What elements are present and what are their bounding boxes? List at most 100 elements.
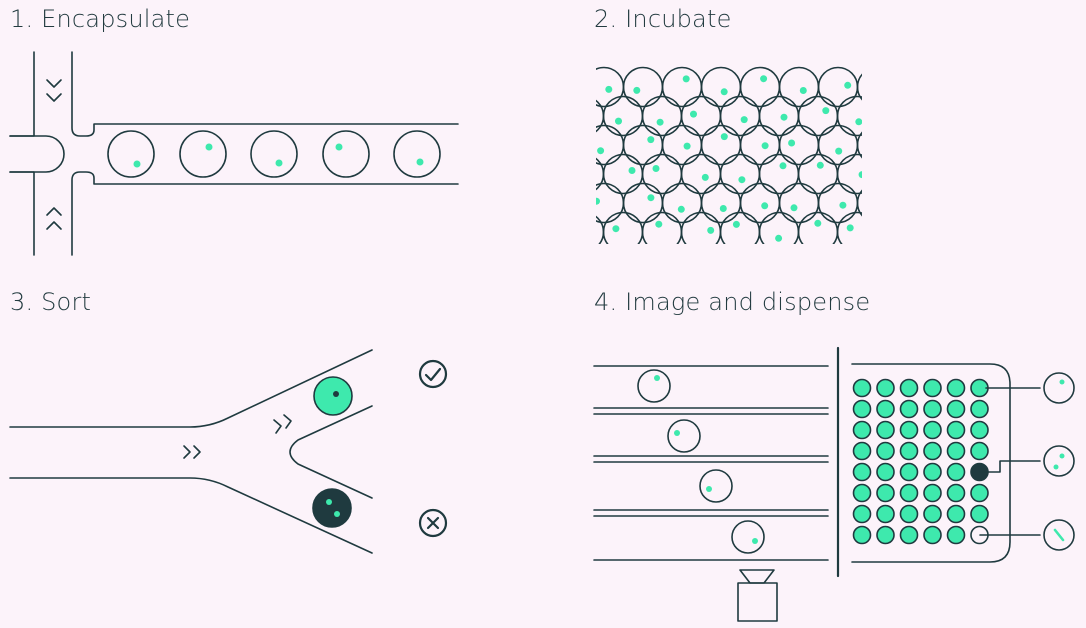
emulsion-droplet [596,124,625,166]
emulsion-droplet [546,126,585,165]
x-circle-icon [418,508,448,538]
emulsion-droplet [836,153,862,195]
well-filled [899,504,919,524]
emulsion-droplet [602,153,644,195]
emulsion-droplet [546,184,585,223]
cell-dot [612,225,620,233]
emulsion-droplet [661,66,703,108]
cell-dot [690,110,697,118]
step-1-title: 1. Encapsulate [10,5,191,33]
cell-dot [890,234,897,241]
cell-dot [790,204,798,212]
cell-dot [719,205,727,212]
cell-dot [846,224,854,232]
cell-dot [867,195,874,202]
flow-chevrons-top [46,79,62,102]
emulsion-droplet [700,124,742,166]
well-plate-wells [852,378,989,545]
cell-dot [738,176,746,184]
cell-dot [866,141,873,148]
cell-dot [720,88,728,96]
cell-dot [779,162,787,170]
emulsion-droplet [856,189,862,217]
well-filled [923,462,942,482]
emulsion-droplet [797,153,839,195]
cell-dot [652,165,660,172]
emulsion-droplet [641,153,683,195]
flow-chevrons-bottom [46,207,62,230]
emulsion-droplet [778,124,820,166]
cell-dot [683,142,691,150]
cell-dot [615,117,622,125]
well-filled [970,399,989,419]
emulsion-droplet [719,211,761,244]
cell-dot [566,191,573,198]
emulsion-droplet [817,182,859,224]
emulsion-droplet [641,95,683,137]
emulsion-droplet [596,157,605,191]
well-filled [899,378,919,398]
emulsion-droplet [877,97,916,136]
emulsion-droplet [778,182,820,224]
cell-dot [761,202,769,210]
well-filled [852,525,872,545]
cell-dot [858,171,862,179]
emulsion-droplet [856,73,862,101]
emulsion-droplet [700,182,742,224]
emulsion-droplet [661,182,703,224]
well-filled [970,420,989,440]
well-filled [852,441,872,461]
emulsion-droplet [546,68,585,107]
well-filled [923,378,942,398]
emulsion-droplet [680,211,722,244]
well-filled [946,441,966,461]
cell-dot [822,107,830,115]
well-filled [852,462,872,482]
well-filled [899,525,919,545]
well-filled [852,378,872,398]
well-filled [923,525,942,545]
emulsion-droplet [739,182,781,224]
emulsion-droplet [622,182,664,224]
emulsion-droplet [622,124,664,166]
accepted-droplet [313,376,353,416]
well-filled [970,504,989,524]
incubation-emulsion [546,66,916,244]
well-filled [876,462,895,482]
rejected-droplet [312,488,352,528]
emulsion-droplet [622,66,664,108]
emulsion-droplet [700,66,742,108]
well-plate [851,363,1011,563]
cell-dot [628,167,636,174]
flow-chevrons [183,414,292,459]
cell-dot [775,234,783,242]
cell-dot [816,161,824,169]
cell-dot [682,75,690,83]
emulsion-droplet [836,211,862,244]
cell-dot [561,75,568,82]
emulsion-droplet [641,211,683,244]
cell-dot [647,194,655,202]
emulsion-droplet [661,124,703,166]
imaging-droplets [637,369,765,554]
camera-icon [737,569,778,622]
well-filled [946,504,966,524]
well-filled [946,378,966,398]
dispensed-droplets [1043,372,1075,551]
well-filled [876,420,895,440]
well-filled [946,420,966,440]
well-filled [946,462,966,482]
emulsion-droplet [719,95,761,137]
cell-dot [886,116,893,123]
cell-dot [701,173,709,181]
dispense-leaders [979,387,1041,536]
emulsion-droplet [817,66,859,108]
encapsulate-channel [9,51,459,256]
well-filled [852,399,872,419]
step-2-title: 2. Incubate [594,5,732,33]
cell-dot [799,87,807,94]
emulsion-droplet [596,99,605,133]
well-filled [876,441,895,461]
emulsion-droplet [758,153,800,195]
